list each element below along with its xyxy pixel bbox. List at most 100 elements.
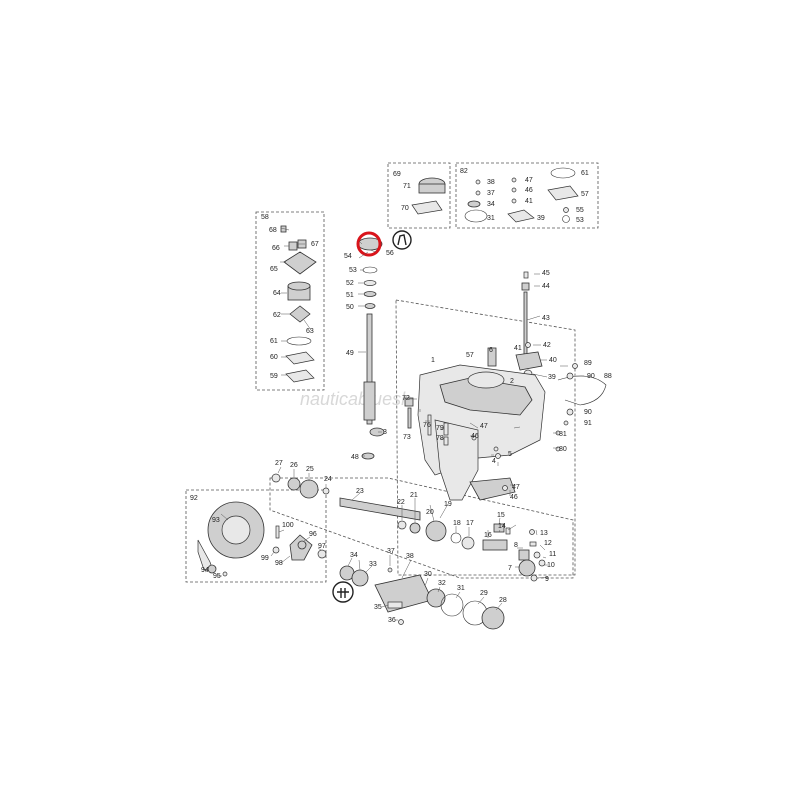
part-88 [557, 375, 607, 406]
callout-47: 47 [480, 423, 488, 430]
callout-53: 53 [576, 217, 584, 224]
callout-90: 90 [587, 373, 595, 380]
callout-21: 21 [410, 492, 418, 499]
part-12 [529, 541, 537, 547]
callout-10: 10 [547, 562, 555, 569]
callout-59: 59 [270, 373, 278, 380]
callout-97: 97 [318, 543, 326, 550]
part-13 [529, 529, 535, 535]
part-55 [563, 207, 569, 213]
callout-14: 14 [498, 523, 506, 530]
callout-30: 30 [424, 571, 432, 578]
part-90 [566, 372, 574, 380]
part-49-shaft [366, 313, 373, 425]
part-38 [475, 179, 481, 185]
callout-9: 9 [545, 576, 549, 583]
callout-66: 66 [272, 245, 280, 252]
callout-17: 17 [466, 520, 474, 527]
callout-23: 23 [356, 488, 364, 495]
callout-24: 24 [324, 476, 332, 483]
part-39 [507, 209, 535, 223]
callout-49: 49 [346, 350, 354, 357]
callout-82: 82 [460, 168, 468, 175]
part-71-body [418, 183, 446, 194]
callout-33: 33 [369, 561, 377, 568]
leaders-gear [277, 466, 549, 579]
callout-81: 81 [559, 431, 567, 438]
callout-11: 11 [549, 551, 556, 558]
part-53-kit [562, 215, 570, 223]
callout-99: 99 [261, 555, 269, 562]
part-64-top [287, 281, 311, 291]
part-17 [461, 536, 475, 550]
callout-69: 69 [393, 171, 401, 178]
callout-47: 47 [525, 177, 533, 184]
part-79 [443, 422, 449, 436]
callout-19: 19 [444, 501, 452, 508]
leaders-shift [526, 273, 584, 378]
gearcase-housing [417, 364, 546, 501]
kit-box-82 [455, 162, 599, 229]
callout-98: 98 [275, 560, 283, 567]
callout-56: 56 [386, 250, 394, 257]
callout-27: 27 [275, 460, 283, 467]
callout-68: 68 [269, 227, 277, 234]
part-42 [525, 342, 531, 348]
part-31-lower [440, 593, 464, 617]
callout-52: 52 [346, 280, 354, 287]
callout-37: 37 [387, 548, 395, 555]
part-89 [572, 363, 578, 369]
callout-26: 26 [290, 462, 298, 469]
callout-15: 15 [497, 512, 505, 519]
part-34 [467, 200, 481, 208]
part-14 [505, 527, 511, 535]
callout-89: 89 [584, 360, 592, 367]
part-50 [364, 303, 376, 309]
callout-90: 90 [584, 409, 592, 416]
part-40 [515, 351, 543, 371]
callout-61: 61 [270, 338, 278, 345]
callout-51: 51 [346, 292, 354, 299]
callout-73: 73 [403, 434, 411, 441]
callout-41: 41 [514, 345, 522, 352]
kit-box-58 [255, 211, 325, 391]
callout-12: 12 [544, 540, 552, 547]
part-97 [317, 549, 327, 559]
gearcase-box [395, 299, 576, 576]
callout-28: 28 [499, 597, 507, 604]
callout-92: 92 [190, 495, 198, 502]
callout-93: 93 [212, 517, 220, 524]
part-31 [464, 209, 488, 223]
callout-76: 76 [423, 422, 431, 429]
part-53 [362, 266, 378, 274]
highlight-circle [356, 231, 382, 257]
callout-62: 62 [273, 312, 281, 319]
callout-labels: 6971708238373431474641396157555358686667… [190, 168, 612, 624]
callout-25: 25 [306, 466, 314, 473]
callout-32: 32 [438, 580, 446, 587]
part-44 [521, 282, 530, 291]
part-6 [487, 347, 497, 367]
part-73 [407, 407, 412, 429]
callout-4: 4 [492, 458, 496, 465]
callout-58: 58 [261, 214, 269, 221]
callout-50: 50 [346, 304, 354, 311]
part-49-spline [363, 381, 376, 421]
part-51 [363, 291, 377, 297]
part-52 [363, 280, 377, 286]
callout-42: 42 [543, 342, 551, 349]
part-62 [289, 305, 311, 323]
callout-63: 63 [306, 328, 314, 335]
part-47-lower [502, 485, 508, 491]
part-91 [563, 420, 569, 426]
callout-20: 20 [426, 509, 434, 516]
part-99 [272, 546, 280, 554]
part-4 [493, 446, 499, 452]
leaders-carrier [347, 555, 503, 621]
callout-79: 79 [436, 425, 444, 432]
part-59 [285, 369, 315, 383]
callout-96: 96 [309, 531, 317, 538]
callout-47: 47 [512, 484, 520, 491]
callout-2: 2 [510, 378, 514, 385]
part-100 [275, 525, 280, 539]
